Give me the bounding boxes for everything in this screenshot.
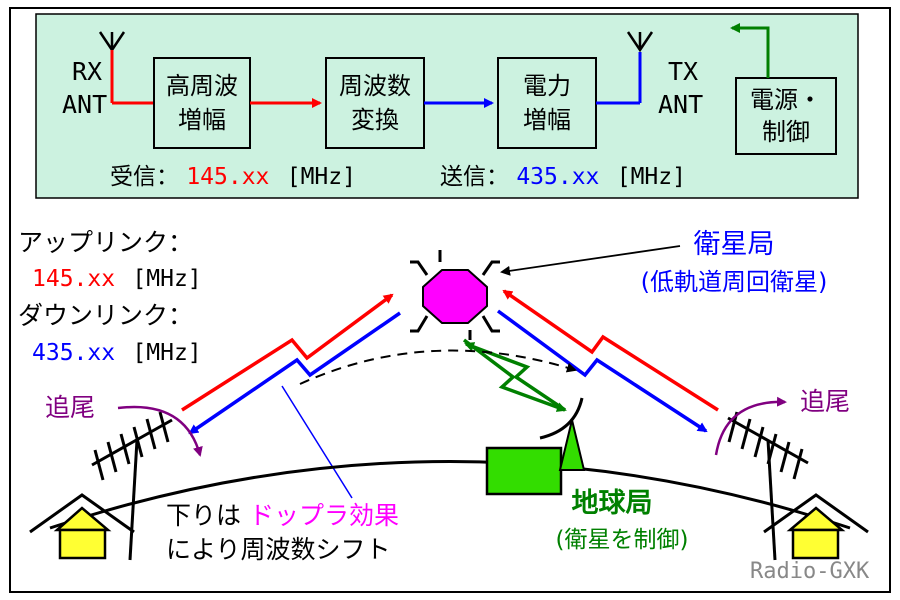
doppler-note-line-1: 下りは ドップラ効果: [166, 501, 399, 530]
power-control-label-1: 電源・: [750, 86, 822, 114]
ground-station-icon: [485, 397, 586, 496]
tx-frequency-unit: [MHz]: [617, 164, 686, 190]
tx-label: 送信：: [440, 164, 509, 190]
satellite-title: 衛星局: [694, 229, 775, 260]
hf-amplifier-label-1: 高周波: [166, 72, 238, 100]
downlink-frequency-value: 435.xx: [32, 340, 115, 366]
hf-amplifier-label-2: 増幅: [178, 106, 226, 134]
downlink-frequency-unit: [MHz]: [132, 340, 201, 366]
tx-ant-label-1: TX: [668, 57, 698, 86]
uplink-frequency-value: 145.xx: [32, 266, 115, 292]
rx-label: 受信：: [110, 164, 179, 190]
downlink-label: ダウンリンク：: [18, 301, 193, 330]
satellite-icon: [410, 250, 500, 340]
power-amplifier-label-1: 電力: [523, 72, 571, 100]
power-control-block: [735, 77, 837, 155]
doppler-note-prefix: 下りは: [166, 501, 241, 530]
left-tracking-label: 追尾: [45, 393, 95, 422]
right-tracking-label: 追尾: [800, 387, 850, 416]
power-amplifier-block: [497, 57, 597, 149]
rx-frequency-unit: [MHz]: [287, 164, 356, 190]
frequency-converter-label-1: 周波数: [339, 72, 411, 100]
earth-curve: [49, 460, 851, 530]
right-downlink-arrow: [496, 309, 708, 433]
doppler-note-line-2: により周波数シフト: [166, 535, 391, 564]
right-house-icon: [763, 493, 869, 560]
tx-ant-label-2: ANT: [658, 90, 703, 119]
rx-ant-label-1: RX: [72, 57, 102, 86]
left-uplink-arrow: [181, 293, 394, 412]
control-link-arrow: [462, 338, 567, 412]
left-antenna-tower-icon: [91, 411, 173, 561]
power-amplifier-label-2: 増幅: [523, 106, 571, 134]
frequency-converter-label-2: 変換: [351, 106, 399, 134]
hf-amplifier-block: [153, 57, 251, 149]
tx-frequency-value: 435.xx: [516, 164, 599, 190]
right-tracking-arrow: [714, 396, 787, 456]
uplink-label: アップリンク：: [18, 228, 193, 257]
satellite-pointer-arrow: [500, 245, 681, 276]
doppler-pointer-line: [281, 385, 353, 499]
tx-antenna-icon: [596, 31, 654, 105]
doppler-effect-highlight: ドップラ効果: [249, 501, 399, 530]
left-house-icon: [29, 493, 135, 560]
control-arrow: [730, 23, 770, 78]
uplink-frequency-unit: [MHz]: [132, 266, 201, 292]
left-tracking-arrow: [117, 405, 203, 457]
rx-ant-label-2: ANT: [62, 90, 107, 119]
orbit-path: [299, 349, 577, 385]
transponder-panel: RX ANT 高周波 増幅 周波数 変換 電力 増幅 TX ANT 電源・ 制御: [35, 13, 859, 199]
tx-frequency-line: 送信： 435.xx [MHz]: [440, 164, 686, 190]
power-control-label-2: 制御: [762, 118, 810, 146]
right-uplink-arrow: [502, 289, 719, 412]
rx-frequency-value: 145.xx: [186, 164, 269, 190]
rx-antenna-icon: [98, 31, 126, 103]
ground-station-title: 地球局: [572, 488, 653, 519]
ground-station-subtitle: (衛星を制御): [556, 527, 689, 553]
uplink-frequency-line: 145.xx [MHz]: [32, 266, 202, 292]
downlink-frequency-line: 435.xx [MHz]: [32, 340, 202, 366]
rx-frequency-line: 受信： 145.xx [MHz]: [110, 164, 356, 190]
watermark: Radio-GXK: [750, 559, 870, 584]
left-downlink-arrow: [188, 311, 401, 435]
satellite-subtitle: (低軌道周回衛星): [641, 268, 828, 296]
